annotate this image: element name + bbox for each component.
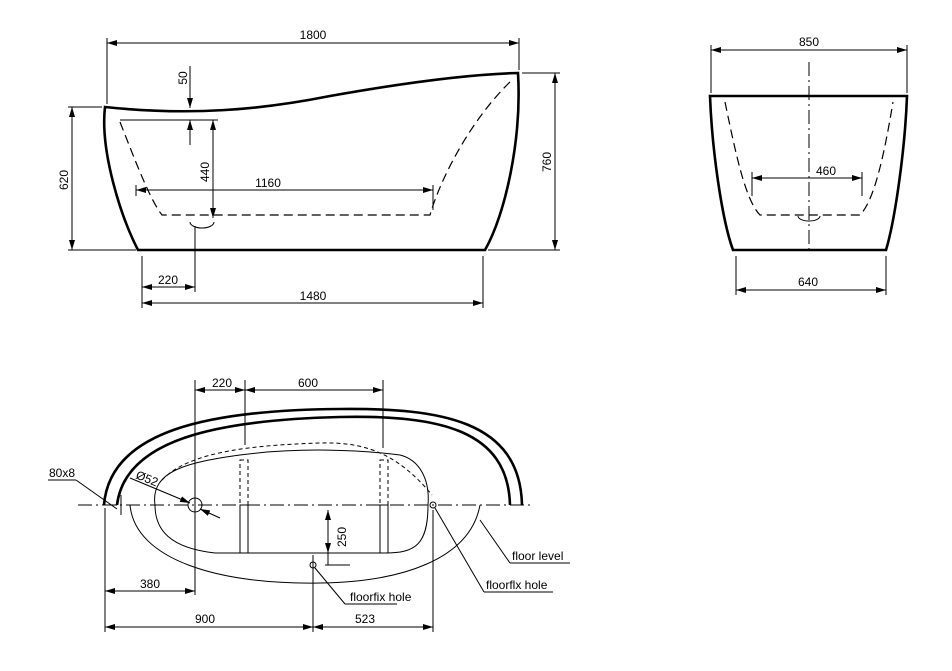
dim-drain-to-foot: 220 xyxy=(212,376,232,390)
dim-length: 1800 xyxy=(300,28,327,42)
label-overflow: 80x8 xyxy=(49,466,75,480)
dim-rim-drop: 50 xyxy=(176,71,190,85)
dim-drain-pos: 380 xyxy=(140,577,160,591)
dim-width: 850 xyxy=(799,35,819,49)
dim-height-right: 760 xyxy=(540,152,554,172)
dim-inner-depth: 440 xyxy=(198,162,212,182)
dim-base-length: 1480 xyxy=(300,289,327,303)
label-floorfix-hole-2: floorflx hole xyxy=(486,578,548,592)
label-floorfix-hole-1: floorfix hole xyxy=(350,590,412,604)
side-inner-dashed xyxy=(119,79,513,216)
dim-floorfix-pos: 900 xyxy=(195,612,215,626)
top-view: 220 600 80x8 Ø52 250 floor level floorfl… xyxy=(48,376,570,632)
floorfix-hole-2 xyxy=(429,501,437,509)
dim-floorfix-to-edge: 523 xyxy=(355,612,375,626)
side-view: 1800 620 760 50 440 1160 220 1480 xyxy=(57,28,560,308)
front-view: 850 460 640 xyxy=(708,35,909,295)
dim-base-width: 640 xyxy=(798,275,818,289)
front-outline xyxy=(708,94,909,252)
dim-inner-length: 1160 xyxy=(255,176,281,190)
dim-drain-offset: 220 xyxy=(158,273,178,287)
side-outline xyxy=(102,71,520,252)
dim-inner-width: 460 xyxy=(816,164,836,178)
dim-foot-depth: 250 xyxy=(335,527,349,547)
dim-foot-spacing: 600 xyxy=(298,376,318,390)
label-drain-diameter: Ø52 xyxy=(134,468,161,490)
dim-height-left: 620 xyxy=(57,170,71,190)
label-floor-level: floor level xyxy=(512,549,563,563)
